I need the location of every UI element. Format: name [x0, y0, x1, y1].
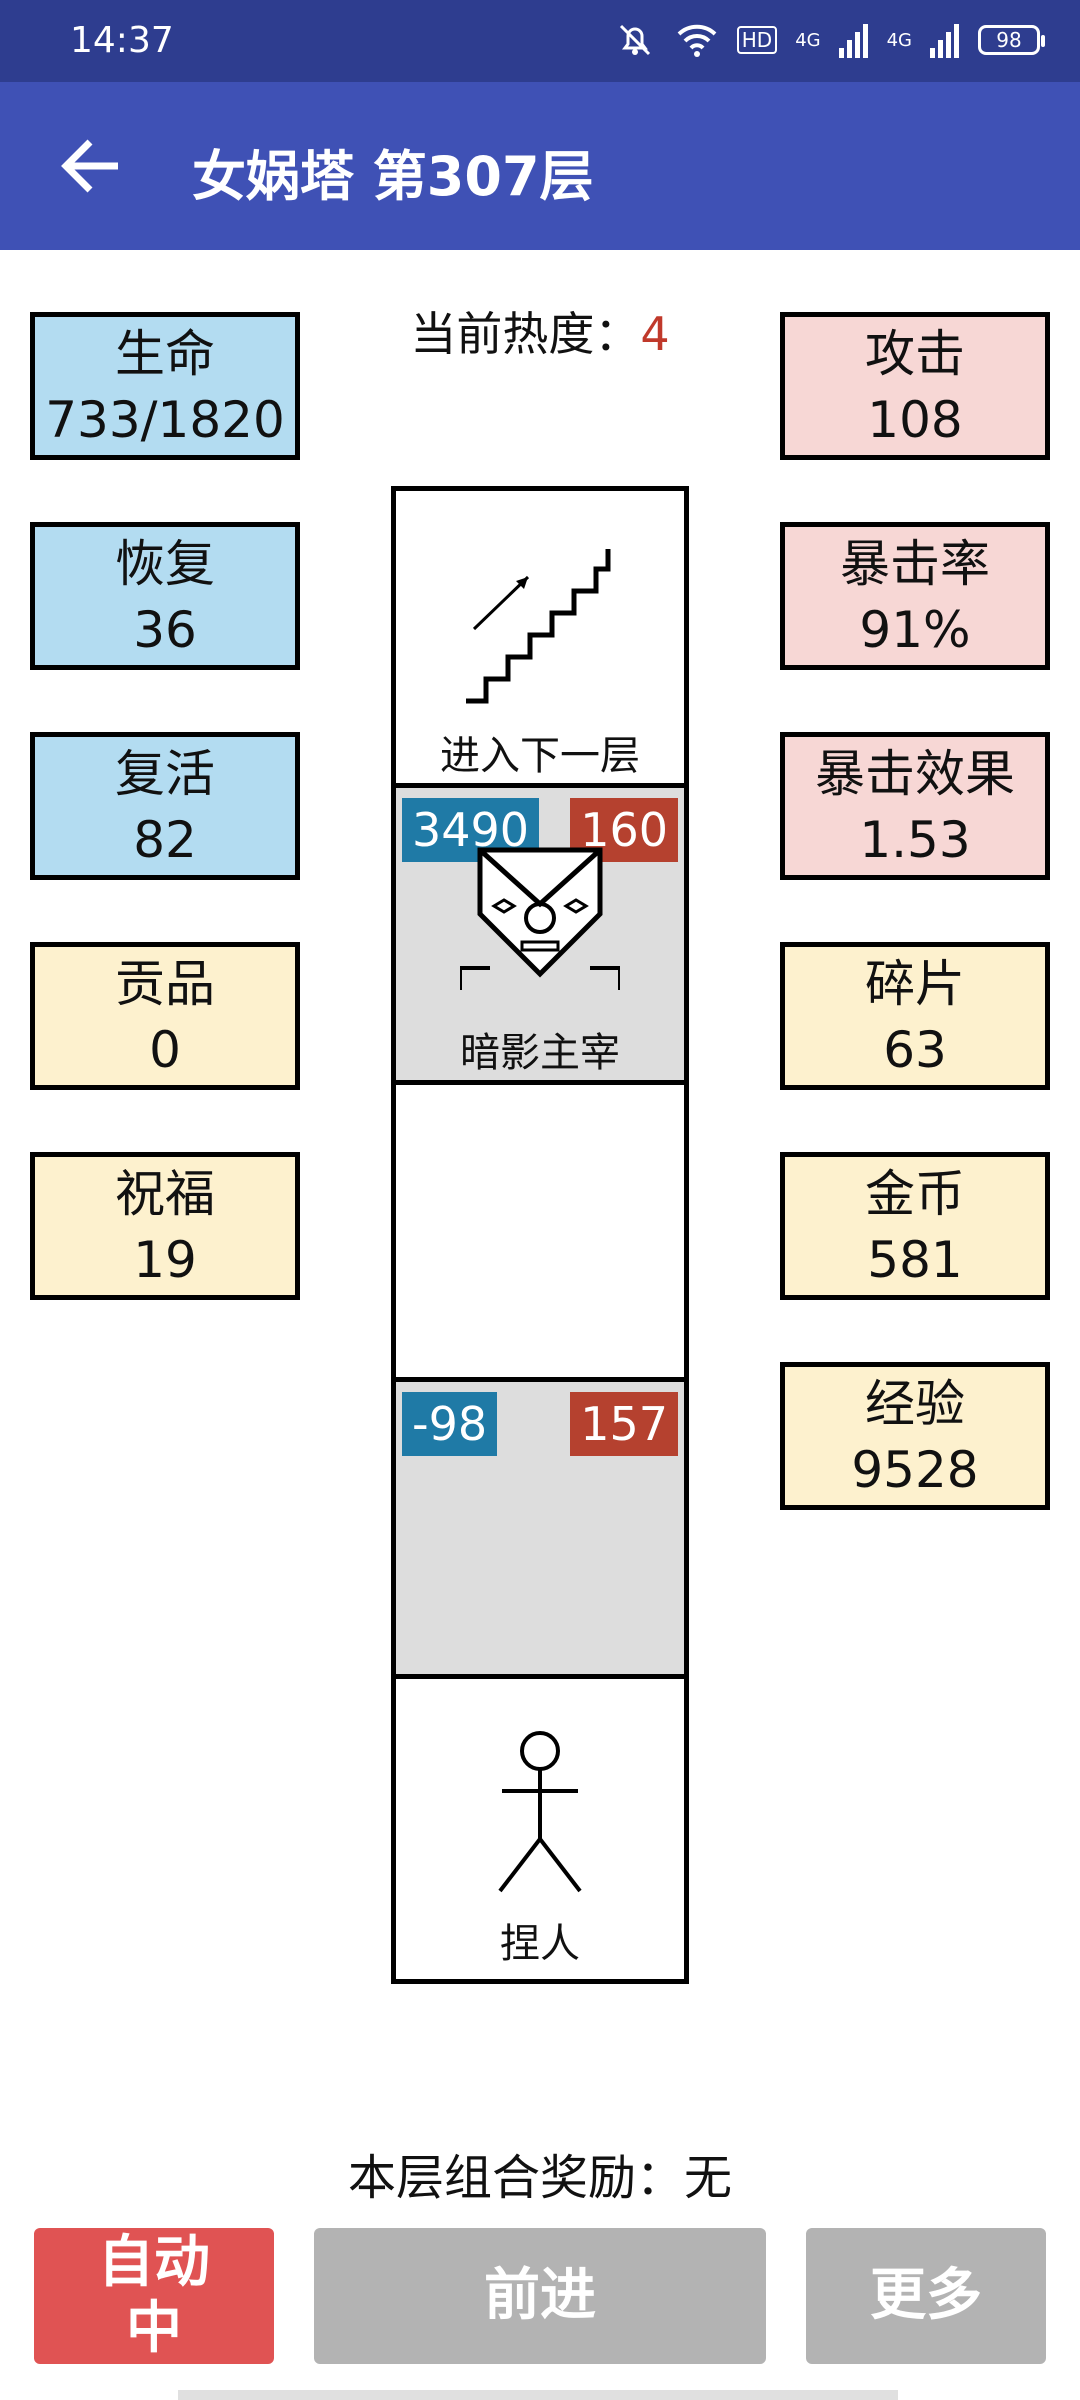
stat-value: 36 — [133, 601, 197, 659]
stat-crit-rate: 暴击率 91% — [780, 522, 1050, 670]
stat-hp: 生命 733/1820 — [30, 312, 300, 460]
signal-icon — [838, 24, 868, 58]
enemy-attack-badge: 157 — [570, 1392, 678, 1456]
boss-name: 暗影主宰 — [460, 1030, 620, 1076]
stat-value: 9528 — [851, 1441, 979, 1499]
stick-figure-icon — [498, 1731, 582, 1893]
forward-button[interactable]: 前进 — [314, 2228, 766, 2364]
tower-column: 进入下一层 3490 160 暗影主宰 -98 157 — [391, 486, 689, 1984]
page-title: 女娲塔 第307层 — [192, 145, 594, 208]
stat-label: 经验 — [865, 1375, 965, 1433]
signal-1-label: 4G — [795, 29, 821, 51]
stat-value: 581 — [867, 1231, 963, 1289]
navigation-hint-bar — [178, 2390, 898, 2400]
stat-attack: 攻击 108 — [780, 312, 1050, 460]
tower-cell-boss[interactable]: 3490 160 暗影主宰 — [396, 788, 684, 1085]
stat-label: 暴击效果 — [815, 745, 1015, 803]
status-icons: HD 4G 4G 98 — [613, 18, 1045, 62]
more-button[interactable]: 更多 — [806, 2228, 1046, 2364]
stat-revive: 复活 82 — [30, 732, 300, 880]
stat-value: 63 — [883, 1021, 947, 1079]
stat-label: 恢复 — [115, 535, 215, 593]
status-bar: 14:37 HD 4G 4G 98 — [0, 0, 1080, 82]
boss-mask-icon — [460, 847, 620, 990]
wifi-icon — [677, 24, 717, 57]
enemy-hp-badge: -98 — [402, 1392, 498, 1456]
stat-label: 贡品 — [115, 955, 215, 1013]
stat-tribute: 贡品 0 — [30, 942, 300, 1090]
stairs-label: 进入下一层 — [440, 733, 640, 779]
stat-label: 碎片 — [865, 955, 965, 1013]
signal-2-label: 4G — [886, 29, 912, 51]
signal-icon — [930, 24, 959, 58]
auto-button-line2: 中 — [126, 2296, 182, 2361]
player-label: 捏人 — [500, 1921, 580, 1967]
stat-crit-effect: 暴击效果 1.53 — [780, 732, 1050, 880]
mute-bell-icon — [619, 24, 650, 56]
tower-cell-stairs[interactable]: 进入下一层 — [396, 491, 684, 788]
auto-button-line1: 自动 — [98, 2230, 210, 2295]
tower-cell-player[interactable]: 捏人 — [396, 1679, 684, 1979]
stat-label: 攻击 — [865, 325, 965, 383]
stat-value: 0 — [149, 1021, 181, 1079]
stat-shards: 碎片 63 — [780, 942, 1050, 1090]
stairs-icon — [466, 549, 611, 704]
hd-badge: HD — [736, 26, 778, 54]
app-bar: 女娲塔 第307层 — [0, 82, 1080, 250]
stat-value: 1.53 — [859, 811, 971, 869]
stat-value: 82 — [133, 811, 197, 869]
stat-blessing: 祝福 19 — [30, 1152, 300, 1300]
back-arrow-icon[interactable] — [56, 130, 128, 202]
tower-cell-enemy[interactable]: -98 157 — [396, 1382, 684, 1679]
battery-icon: 98 — [978, 25, 1045, 55]
status-time: 14:37 — [70, 20, 174, 61]
stat-value: 733/1820 — [45, 391, 285, 449]
stat-label: 金币 — [865, 1165, 965, 1223]
stat-value: 19 — [133, 1231, 197, 1289]
stat-exp: 经验 9528 — [780, 1362, 1050, 1510]
stat-gold: 金币 581 — [780, 1152, 1050, 1300]
floor-reward-text: 本层组合奖励：无 — [347, 2150, 732, 2206]
stat-label: 暴击率 — [840, 535, 990, 593]
heat-value: 4 — [640, 307, 670, 361]
heat-indicator: 当前热度：4 — [380, 298, 700, 364]
auto-button[interactable]: 自动 中 — [34, 2228, 274, 2364]
stat-label: 生命 — [115, 325, 215, 383]
heat-label: 当前热度： — [410, 307, 641, 361]
stat-value: 108 — [867, 391, 963, 449]
stat-regen: 恢复 36 — [30, 522, 300, 670]
tower-cell-empty[interactable] — [396, 1085, 684, 1382]
stat-value: 91% — [859, 601, 971, 659]
stat-label: 祝福 — [115, 1165, 215, 1223]
stat-label: 复活 — [115, 745, 215, 803]
